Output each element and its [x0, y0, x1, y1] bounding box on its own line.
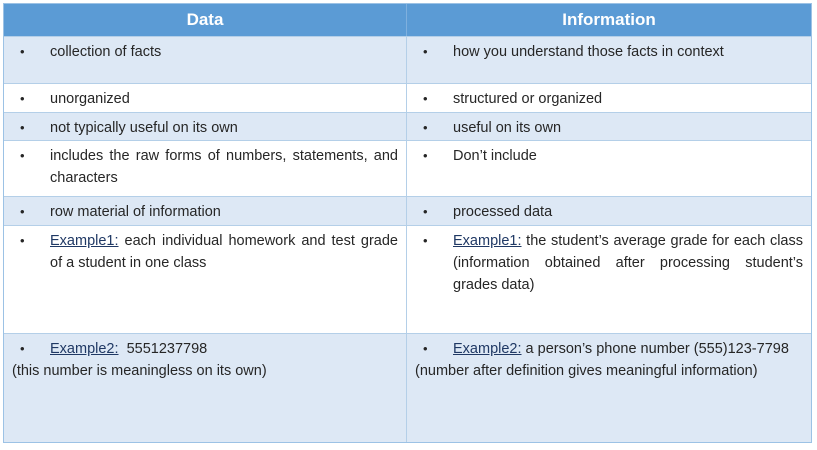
information-cell: •Example2: a person’s phone number (555)… [407, 334, 811, 442]
bullet-icon: • [20, 44, 25, 59]
data-vs-information-table: Data Information •collection of facts •h… [3, 3, 812, 443]
example-note: (number after definition gives meaningfu… [415, 363, 758, 379]
bullet-icon: • [20, 341, 25, 356]
table-row-example1: •Example1: each individual homework and … [4, 226, 811, 334]
table-row: •not typically useful on its own •useful… [4, 113, 811, 141]
bullet-icon: • [20, 148, 25, 163]
table-header-row: Data Information [4, 4, 811, 37]
information-cell: •structured or organized [407, 84, 811, 112]
bullet-icon: • [20, 91, 25, 106]
column-header-data: Data [4, 4, 407, 36]
column-header-information: Information [562, 10, 656, 29]
bullet-icon: • [20, 120, 25, 135]
example-label: Example2: [453, 341, 522, 357]
information-cell: •Don’t include [407, 141, 811, 196]
bullet-icon: • [20, 204, 25, 219]
bullet-icon: • [423, 120, 428, 135]
data-cell: •collection of facts [4, 37, 407, 83]
data-cell: •row material of information [4, 197, 407, 225]
example-label: Example1: [50, 233, 119, 249]
information-cell: •Example1: the student’s average grade f… [407, 226, 811, 333]
information-cell: •how you understand those facts in conte… [407, 37, 811, 83]
information-cell: •processed data [407, 197, 811, 225]
data-cell: •not typically useful on its own [4, 113, 407, 140]
bullet-icon: • [423, 341, 428, 356]
data-cell: •Example1: each individual homework and … [4, 226, 407, 333]
information-cell: •useful on its own [407, 113, 811, 140]
table-row: •unorganized •structured or organized [4, 84, 811, 113]
example-note: (this number is meaningless on its own) [12, 363, 267, 379]
bullet-icon: • [20, 233, 25, 248]
table-row-example2: •Example2: 5551237798 (this number is me… [4, 334, 811, 442]
data-cell: •includes the raw forms of numbers, stat… [4, 141, 407, 196]
example-label: Example1: [453, 233, 522, 249]
table-row: •row material of information •processed … [4, 197, 811, 226]
bullet-icon: • [423, 233, 428, 248]
table-row: •collection of facts •how you understand… [4, 37, 811, 84]
bullet-icon: • [423, 91, 428, 106]
table-row: •includes the raw forms of numbers, stat… [4, 141, 811, 197]
example-label: Example2: [50, 341, 119, 357]
bullet-icon: • [423, 44, 428, 59]
data-cell: •Example2: 5551237798 (this number is me… [4, 334, 407, 442]
bullet-icon: • [423, 148, 428, 163]
bullet-icon: • [423, 204, 428, 219]
data-cell: •unorganized [4, 84, 407, 112]
